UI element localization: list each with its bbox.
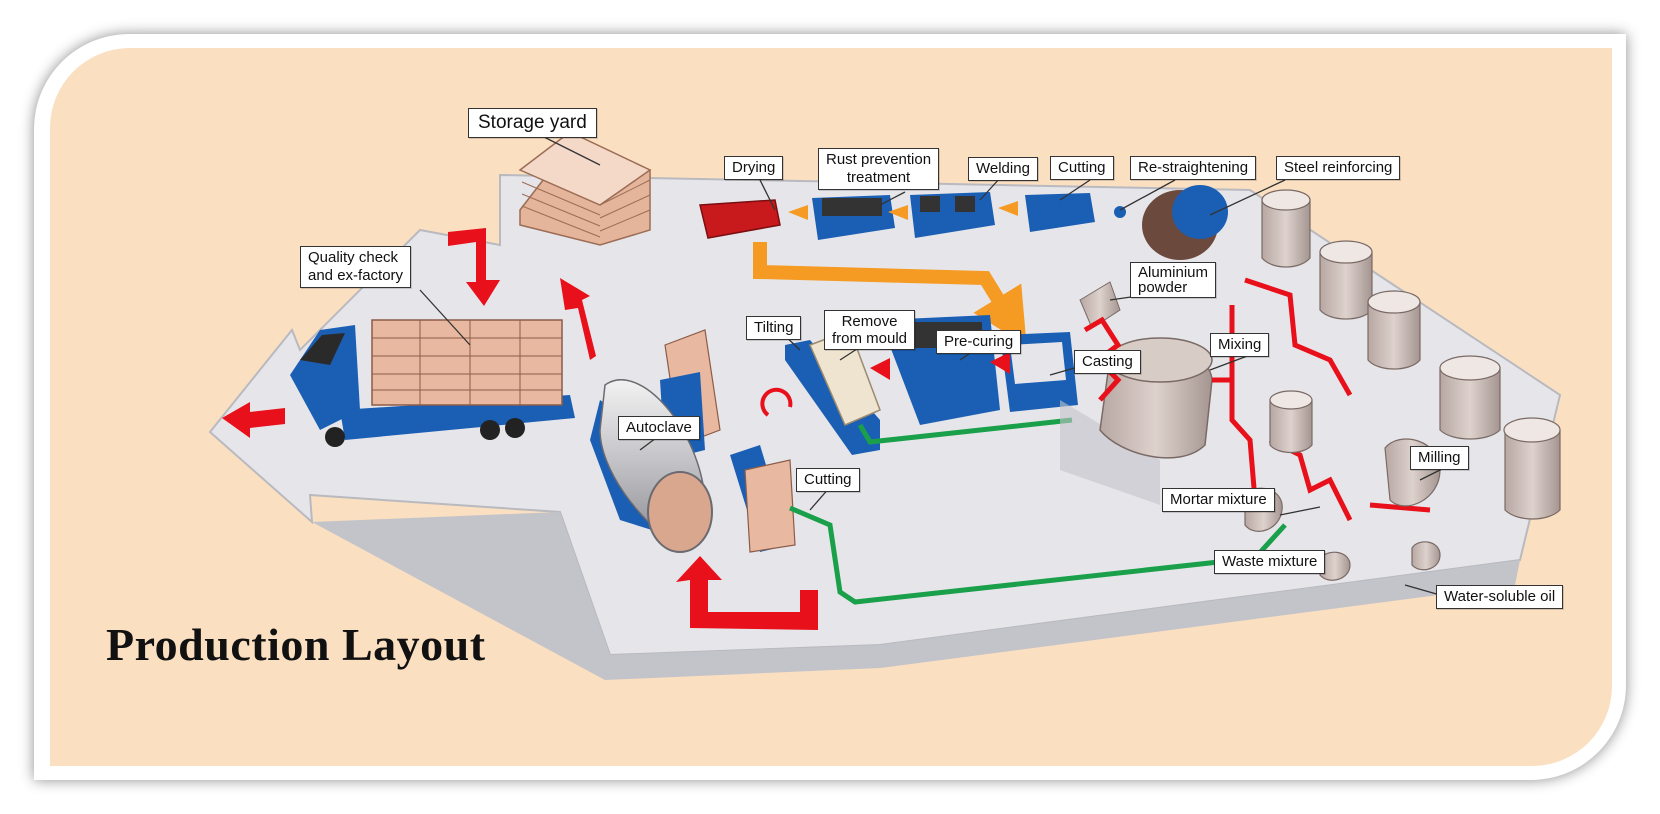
label-autoclave: Autoclave — [618, 416, 700, 440]
storage-yard-pallets — [518, 131, 652, 246]
label-steel-reinforcing: Steel reinforcing — [1276, 156, 1401, 180]
label-milling: Milling — [1410, 446, 1469, 470]
label-storage-yard: Storage yard — [468, 108, 597, 138]
diagram-title: Production Layout — [106, 619, 486, 670]
label-welding: Welding — [968, 157, 1038, 181]
label-cutting-bottom: Cutting — [796, 468, 860, 492]
label-drying: Drying — [724, 156, 784, 180]
delivery-truck — [290, 319, 575, 447]
label-tilting: Tilting — [746, 316, 802, 340]
label-mixing: Mixing — [1210, 333, 1270, 357]
orange-conveyor — [753, 242, 1027, 346]
factory-floor — [208, 173, 1562, 680]
label-aluminium-powder: Aluminium powder — [1130, 262, 1217, 298]
label-quality-check: Quality check and ex-factory — [300, 246, 412, 288]
steel-processing-line — [699, 185, 1228, 260]
label-waste-mixture: Waste mixture — [1214, 550, 1326, 574]
label-re-straightening: Re-straightening — [1130, 156, 1257, 180]
label-cutting-top: Cutting — [1050, 156, 1114, 180]
label-pre-curing: Pre-curing — [936, 330, 1022, 354]
label-rust-prevention: Rust prevention treatment — [818, 148, 940, 190]
label-mortar-mixture: Mortar mixture — [1162, 488, 1275, 512]
label-casting: Casting — [1074, 350, 1141, 374]
label-water-soluble-oil: Water-soluble oil — [1436, 585, 1564, 609]
flow-arrows-red — [222, 228, 818, 630]
label-remove-from-mould: Remove from mould — [824, 310, 916, 350]
